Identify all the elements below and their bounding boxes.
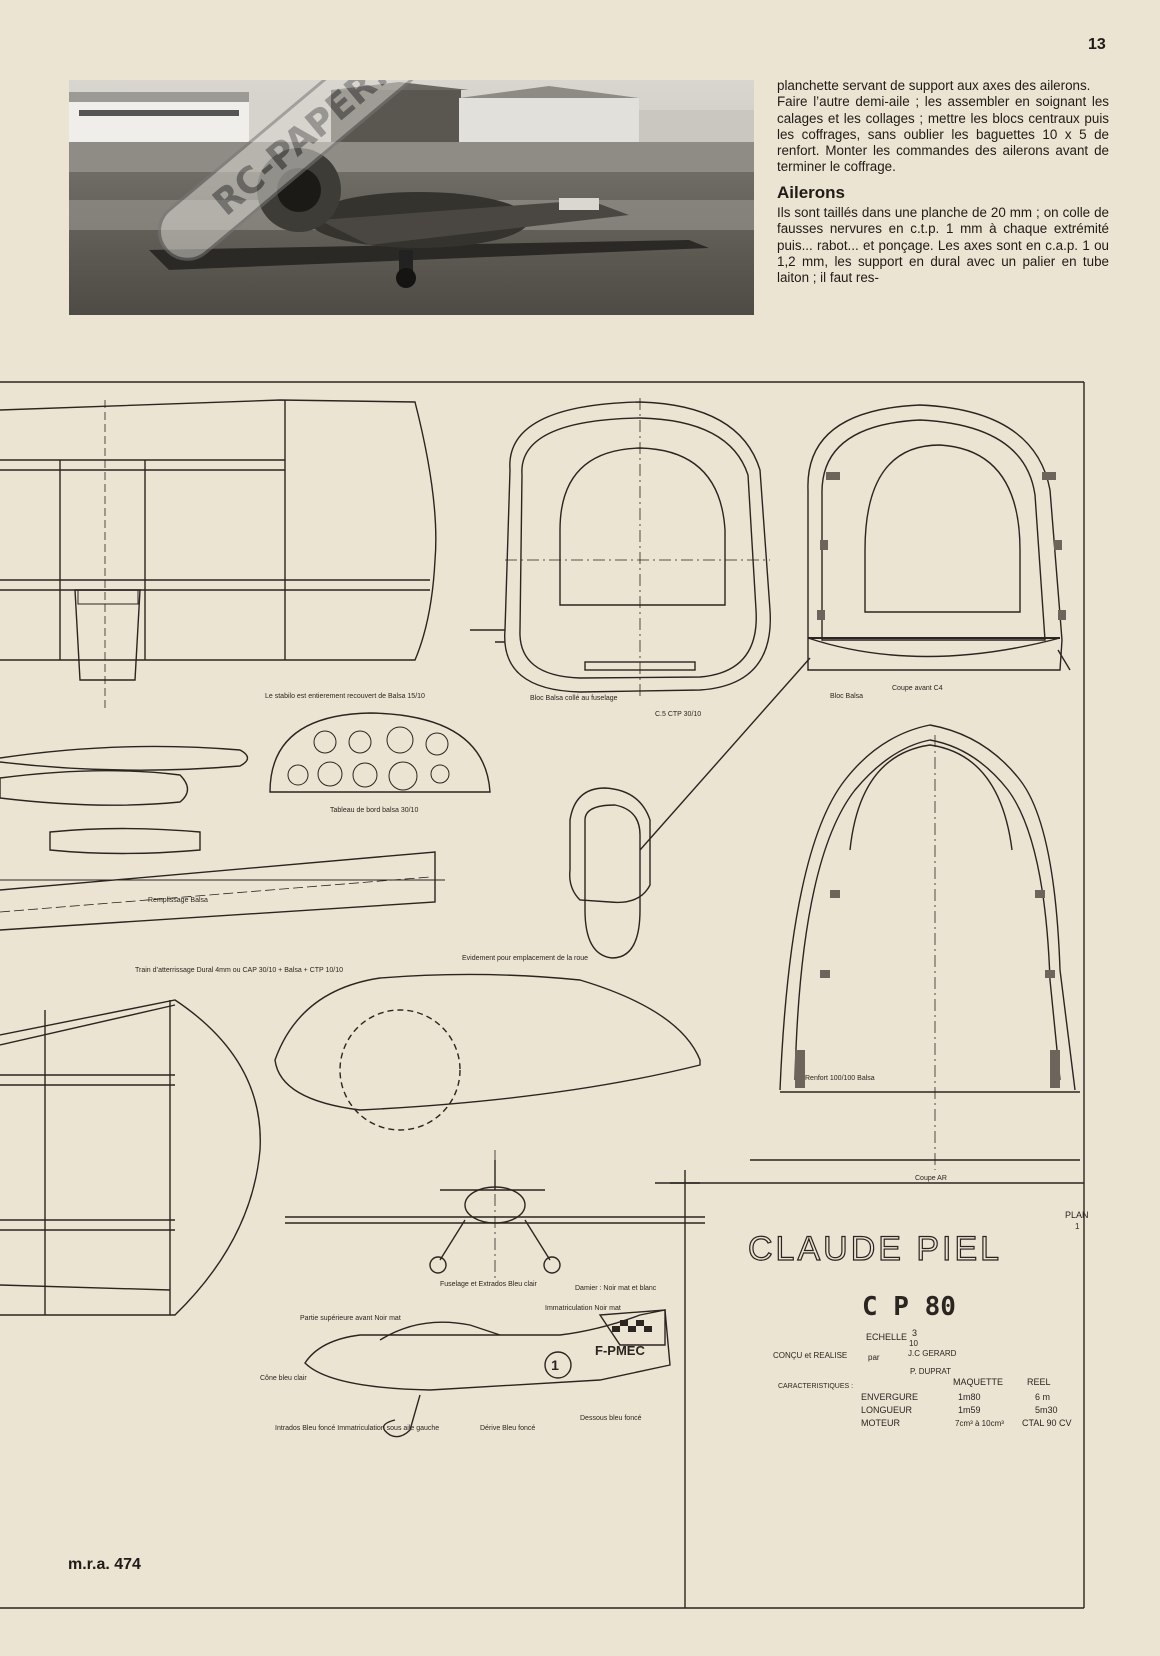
stab-note-label: Le stabilo est entierement recouvert de … bbox=[265, 693, 425, 700]
derive-note-label: Dérive Bleu foncé bbox=[480, 1425, 535, 1432]
spec-reel: CTAL 90 CV bbox=[1022, 1418, 1072, 1428]
spec-reel: 5m30 bbox=[1035, 1405, 1058, 1415]
article-paragraph: planchette servant de support aux axes d… bbox=[777, 78, 1091, 93]
fuselage-note-label: Fuselage et Extrados Bleu clair bbox=[440, 1281, 538, 1288]
page-number: 13 bbox=[1088, 36, 1106, 53]
plan-label: PLAN bbox=[1065, 1210, 1089, 1220]
echelle-den: 10 bbox=[909, 1339, 918, 1348]
registration-text: F-PMEC bbox=[595, 1343, 645, 1358]
echelle-label: ECHELLE bbox=[866, 1332, 907, 1342]
spec-maquette: 1m59 bbox=[958, 1405, 981, 1415]
characteristics-label: CARACTERISTIQUES : bbox=[778, 1383, 853, 1390]
evidement-label: Evidement pour emplacement de la roue bbox=[462, 955, 588, 962]
renfort-label: Renfort 100/100 Balsa bbox=[805, 1075, 875, 1082]
cs-label: C.5 CTP 30/10 bbox=[655, 711, 701, 718]
col-reel: REEL bbox=[1027, 1377, 1051, 1387]
coupe-ar-label: Coupe AR bbox=[915, 1175, 947, 1182]
partie-sup-label: Partie supérieure avant Noir mat bbox=[300, 1315, 401, 1322]
plan-number: 1 bbox=[1075, 1222, 1080, 1231]
par-label: par bbox=[868, 1353, 880, 1362]
col-maquette: MAQUETTE bbox=[953, 1377, 1003, 1387]
spec-label: LONGUEUR bbox=[861, 1405, 913, 1415]
coupe-av-label: Coupe avant C4 bbox=[892, 685, 943, 692]
dessous-label: Dessous bleu foncé bbox=[580, 1415, 642, 1422]
designer-name: CLAUDE PIEL bbox=[748, 1230, 1002, 1268]
article-paragraph: Faire l’autre demi-aile ; les assembler … bbox=[777, 94, 1109, 175]
echelle-num: 3 bbox=[912, 1328, 917, 1338]
author-2: P. DUPRAT bbox=[910, 1367, 951, 1376]
footer-issue: m.r.a. 474 bbox=[68, 1556, 141, 1573]
article-text: planchette servant de support aux axes d… bbox=[777, 78, 1109, 287]
bloc-balsa-short-label: Bloc Balsa bbox=[830, 693, 863, 700]
cockpit-number: 1 bbox=[551, 1357, 559, 1373]
train-label: Train d’atterrissage Dural 4mm ou CAP 30… bbox=[135, 967, 343, 974]
immat-label: Immatriculation Noir mat bbox=[545, 1305, 621, 1312]
spec-label: ENVERGURE bbox=[861, 1392, 918, 1402]
damier-label: Damier : Noir mat et blanc bbox=[575, 1285, 657, 1292]
article-paragraph: Ils sont taillés dans une planche de 20 … bbox=[777, 205, 1109, 286]
bloc-balsa-label: Bloc Balsa collé au fuselage bbox=[530, 695, 618, 702]
author-1: J.C GERARD bbox=[908, 1349, 957, 1358]
aircraft-photo: RC-PAPER.COM bbox=[69, 80, 754, 315]
plan-drawing: Le stabilo est entierement recouvert de … bbox=[0, 381, 1089, 1609]
spec-reel: 6 m bbox=[1035, 1392, 1050, 1402]
concu-label: CONÇU et REALISE bbox=[773, 1351, 847, 1360]
spec-label: MOTEUR bbox=[861, 1418, 900, 1428]
section-heading: Ailerons bbox=[777, 182, 846, 202]
cone-label: Cône bleu clair bbox=[260, 1375, 307, 1382]
intrados-label: Intrados Bleu foncé Immatriculation sous… bbox=[275, 1425, 439, 1432]
spec-maquette: 7cm³ à 10cm³ bbox=[955, 1419, 1004, 1428]
remplissage-label: Remplissage Balsa bbox=[148, 897, 208, 904]
spec-maquette: 1m80 bbox=[958, 1392, 981, 1402]
tableau-label: Tableau de bord balsa 30/10 bbox=[330, 807, 418, 814]
model-name: C P 80 bbox=[862, 1292, 956, 1322]
